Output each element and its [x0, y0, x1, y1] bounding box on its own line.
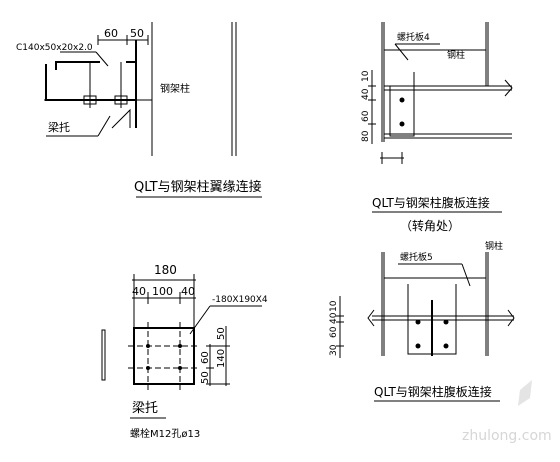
dim-60-label: 60 — [200, 351, 211, 364]
plate-spec-label: -180X190X4 — [212, 295, 268, 305]
bolt-lower — [399, 121, 405, 127]
leader-line — [97, 115, 111, 137]
leader-line — [95, 51, 109, 67]
bracket-caption: 梁托 — [132, 401, 158, 416]
channel-spec-label: C140x50x20x2.0 — [16, 43, 93, 53]
spec-leader — [189, 305, 211, 335]
dim-50a-label: 50 — [200, 371, 211, 384]
caption-flange: QLT与钢架柱翼缘连接 — [134, 179, 262, 195]
sub-caption: （转角处） — [400, 218, 460, 233]
bolt-spec-label: 螺栓M12孔ø13 — [130, 427, 200, 440]
leader-line — [394, 43, 409, 61]
dim-180-label: 180 — [154, 263, 177, 277]
dim-50b-label: 50 — [216, 327, 227, 340]
break-left — [367, 309, 375, 327]
bolt-head-2 — [114, 95, 128, 105]
bolt-upper — [399, 97, 405, 103]
leader-line — [461, 263, 471, 287]
dim-100-label: 100 — [152, 285, 173, 298]
bolt — [415, 319, 421, 325]
detail-flange-connection: 60 50 C140x50x20x2.0 梁托 钢架柱 QLT与钢架柱翼缘连接 — [16, 22, 262, 198]
dim-40a-label: 40 — [132, 285, 146, 298]
break-symbol — [504, 79, 513, 97]
bolt — [415, 343, 421, 349]
dim-30-label: 30 — [329, 344, 339, 356]
bolt-head-1 — [83, 95, 97, 105]
plate-thickness-view — [101, 329, 106, 381]
column-label: 钢柱 — [447, 49, 465, 61]
caption-web-corner: QLT与钢架柱腹板连接 — [372, 195, 490, 210]
bolt-hole — [146, 344, 150, 348]
dim-40-label: 40 — [329, 312, 339, 324]
detail-web-connection: 螺托板5 钢柱 10 40 60 30 QLT与钢架柱腹板连接 — [329, 240, 515, 402]
watermark-logo-icon — [518, 380, 532, 406]
bolt-hole — [146, 366, 150, 370]
bolt — [443, 343, 449, 349]
channel-section — [45, 61, 137, 101]
column-label: 钢架柱 — [160, 82, 190, 95]
bolt-hole — [178, 344, 182, 348]
weld-symbol — [111, 108, 131, 129]
plate-label: 螺托板5 — [400, 251, 433, 263]
caption-web: QLT与钢架柱腹板连接 — [374, 384, 492, 399]
detail-web-corner: 螺托板4 钢柱 10 40 60 80 QLT与钢架柱腹板连接 （转角处） — [361, 22, 513, 233]
watermark-text: zhulong.com — [462, 428, 552, 444]
dim-60-label: 60 — [329, 326, 339, 338]
dim-60-label: 60 — [104, 27, 118, 40]
dim-40-label: 40 — [361, 88, 371, 100]
connection-plate — [389, 85, 415, 137]
channel-top-lip — [55, 61, 100, 70]
dim-10-label: 10 — [329, 300, 339, 312]
dim-40b-label: 40 — [181, 285, 195, 298]
dim-80-label: 80 — [361, 130, 371, 142]
bolt — [443, 319, 449, 325]
dim-60-label: 60 — [361, 110, 371, 122]
detail-bracket-plate: 180 40 100 40 -180X190X4 60 140 50 — [101, 263, 268, 440]
bracket-label: 梁托 — [48, 120, 70, 134]
break-right — [507, 309, 515, 327]
column-label: 钢柱 — [485, 240, 503, 252]
bracket-plate — [133, 327, 195, 385]
dim-140-label: 140 — [216, 349, 227, 368]
dim-50-label: 50 — [130, 27, 144, 40]
watermark: zhulong.com — [462, 380, 552, 444]
dim-10-label: 10 — [361, 70, 371, 82]
plate-label: 螺托板4 — [397, 31, 430, 43]
bolt-hole — [178, 366, 182, 370]
